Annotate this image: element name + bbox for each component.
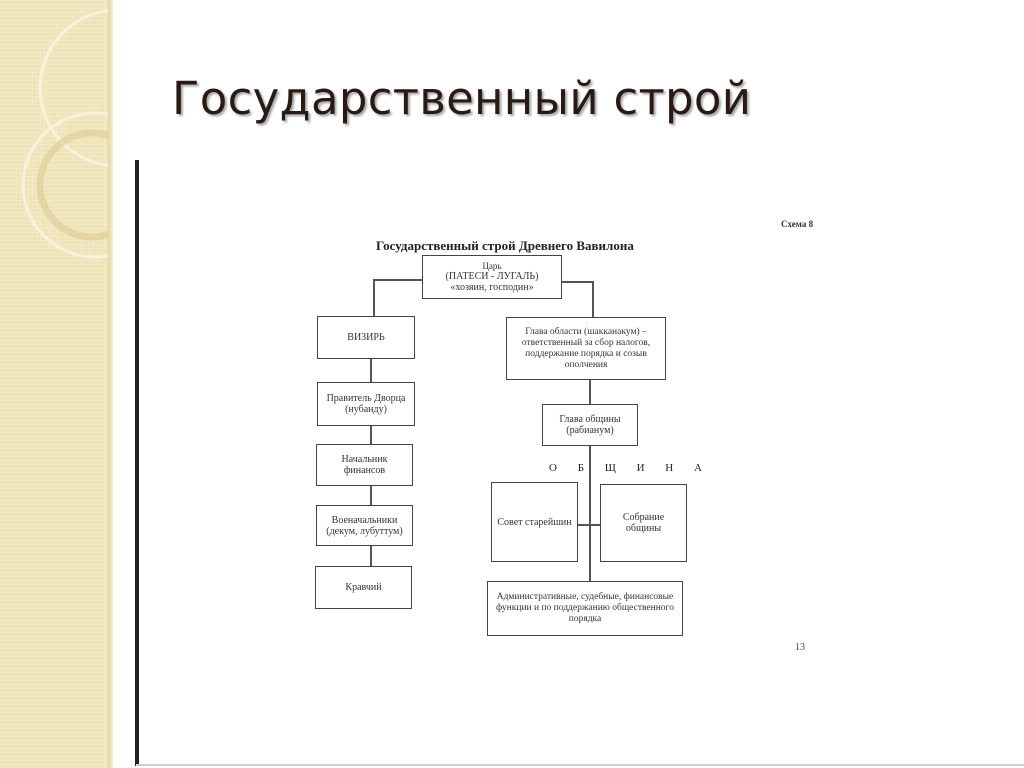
- node-king: Царь (ПАТЕСИ - ЛУГАЛЬ) «хозяин, господин…: [422, 255, 562, 299]
- connector-region-community: [589, 380, 591, 404]
- node-vizier: ВИЗИРЬ: [317, 316, 415, 359]
- node-finance-chief: Начальник финансов: [316, 444, 413, 486]
- connector-council-assembly: [578, 524, 600, 526]
- connector-king-left: [373, 279, 423, 281]
- node-king-description: (ПАТЕСИ - ЛУГАЛЬ) «хозяин, господин»: [445, 271, 539, 293]
- scan-border-left: [135, 160, 139, 766]
- scan-border-bottom: [136, 764, 1024, 766]
- node-military-chiefs: Военачальники (декум, лубуттум): [316, 505, 413, 546]
- page-number: 13: [795, 642, 805, 653]
- decorative-circles: [21, 8, 113, 259]
- connector-king-right: [561, 281, 593, 283]
- scheme-label: Схема 8: [781, 219, 814, 229]
- decorative-side-panel: [0, 0, 113, 768]
- connector-finance-military: [370, 486, 372, 505]
- node-cupbearer: Кравчий: [315, 566, 412, 609]
- diagram-title: Государственный строй Древнего Вавилона: [376, 238, 634, 253]
- node-king-title: Царь: [482, 261, 502, 271]
- connector-community-trunk: [589, 446, 591, 581]
- node-elders-council: Совет старейшин: [491, 482, 578, 562]
- connector-military-cupbearer: [370, 546, 372, 566]
- node-community-head: Глава общины (рабианум): [542, 404, 638, 446]
- slide-title: Государственный строй: [172, 72, 752, 125]
- community-label: О Б Щ И Н А: [549, 462, 711, 474]
- node-palace-ruler: Правитель Дворца (нубанду): [317, 382, 415, 426]
- connector-to-region-head: [592, 281, 594, 318]
- connector-to-vizier: [373, 279, 375, 316]
- side-panel-edge: [108, 0, 113, 768]
- connector-vizier-palace: [370, 359, 372, 383]
- node-region-head: Глава области (шаккан­акум) – ответствен…: [506, 317, 666, 380]
- node-functions: Административные, судебные, финансовые ф…: [487, 581, 683, 636]
- connector-palace-finance: [370, 426, 372, 444]
- node-community-assembly: Собрание общины: [600, 484, 687, 562]
